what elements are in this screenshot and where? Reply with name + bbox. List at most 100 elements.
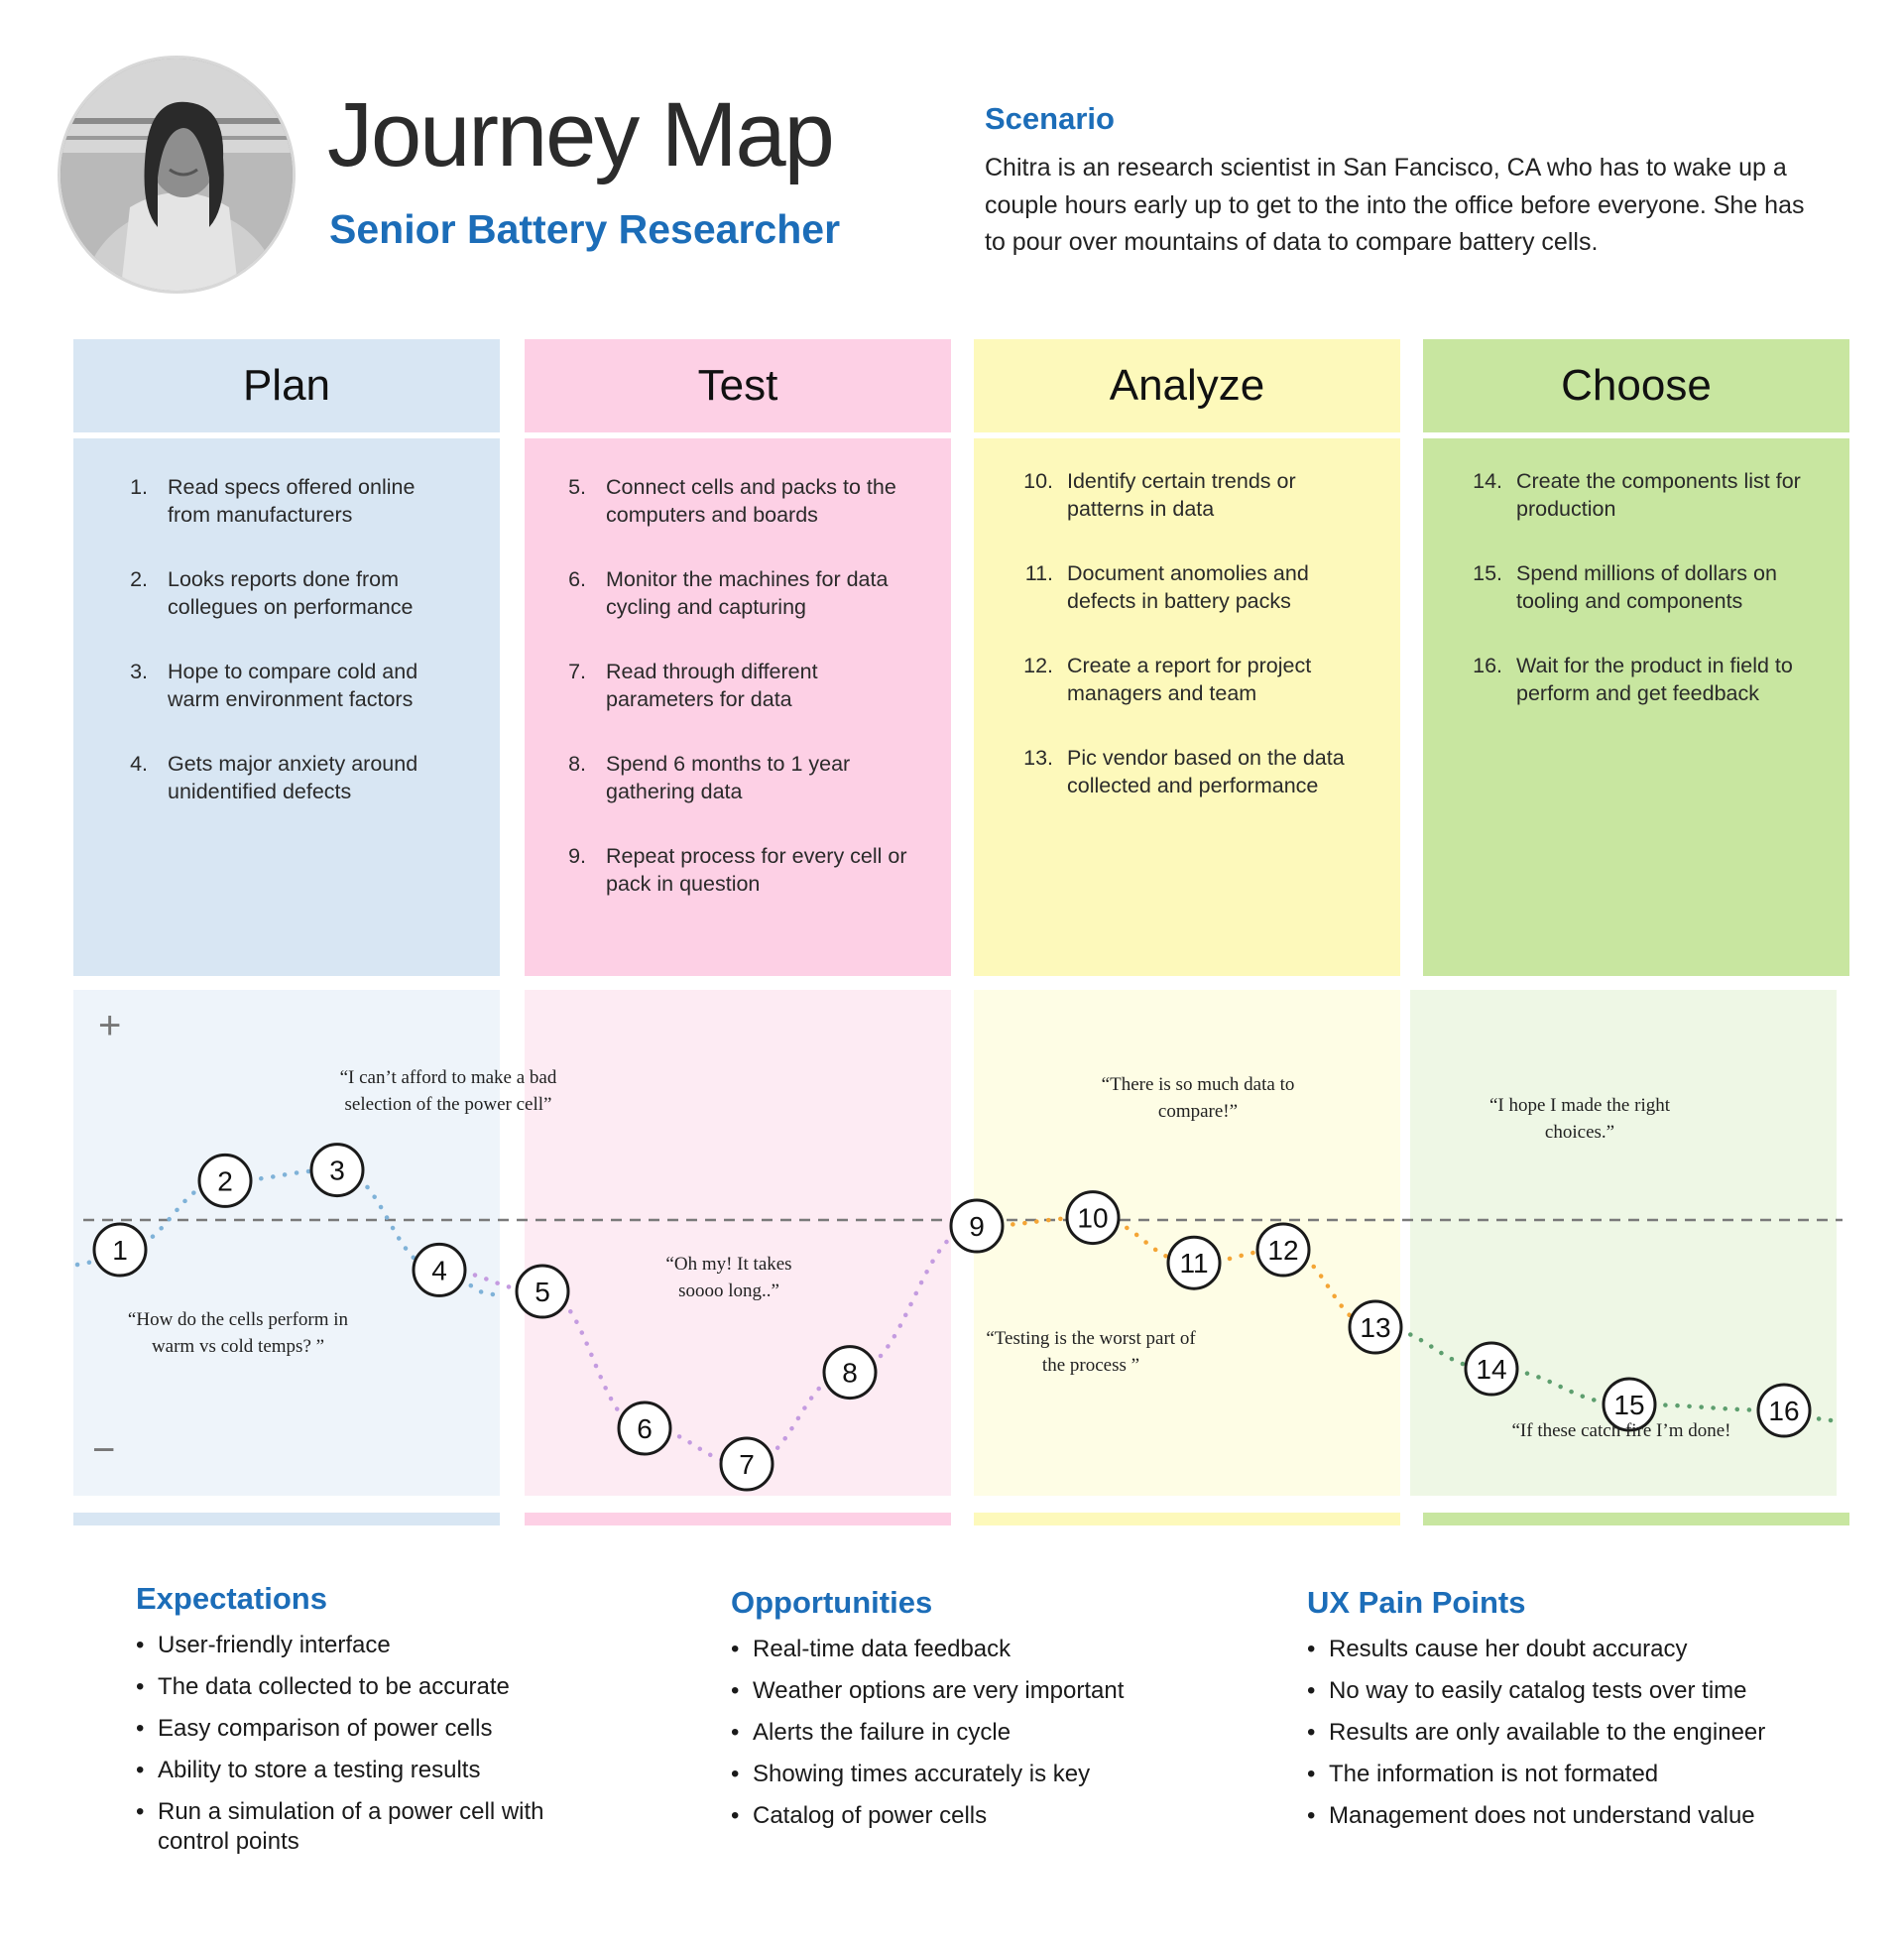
phase-steps-plan: 1.Read specs offered online from manufac… [73, 438, 500, 976]
phase-header-plan: Plan [73, 339, 500, 432]
opportunities-heading: Opportunities [731, 1585, 933, 1620]
negative-emotion-marker: − [92, 1428, 116, 1472]
list-item: User-friendly interface [136, 1631, 602, 1660]
emotion-quote: “Oh my! It takes soooo long..” [665, 1254, 791, 1301]
emotion-quote-line: “There is so much data to [1102, 1074, 1295, 1095]
touchpoint-node-6: 6 [617, 1401, 672, 1456]
step-item: 4.Gets major anxiety around unidentified… [130, 752, 418, 803]
touchpoint-number: 16 [1768, 1396, 1799, 1426]
phase-steps-choose: 14.Create the components list for produc… [1423, 438, 1849, 976]
touchpoint-number: 13 [1360, 1312, 1390, 1343]
touchpoint-number: 14 [1476, 1354, 1506, 1385]
list-item: Weather options are very important [731, 1676, 1197, 1706]
step-item: 16.Wait for the product in field to perf… [1473, 654, 1793, 705]
touchpoint-number: 2 [217, 1165, 233, 1196]
list-item: Showing times accurately is key [731, 1760, 1197, 1789]
touchpoint-circle [197, 1153, 253, 1208]
touchpoint-circle [1166, 1235, 1222, 1290]
touchpoint-circle [1464, 1341, 1519, 1397]
emotion-curve-segment [847, 1223, 980, 1375]
emotion-quote: “There is so much data to compare!” [1102, 1074, 1295, 1122]
list-item: Results cause her doubt accuracy [1307, 1635, 1862, 1664]
touchpoint-circle [92, 1222, 148, 1278]
emotion-quote-line: choices.” [1545, 1122, 1614, 1143]
touchpoint-number: 1 [112, 1235, 128, 1266]
emotion-quote-line: “Testing is the worst part of [986, 1328, 1196, 1349]
touchpoint-circle [1348, 1299, 1403, 1355]
emotion-quote: “If these catch fire I’m done! [1511, 1420, 1730, 1441]
step-item: 7.Read through different parameters for … [568, 660, 818, 711]
list-item: Management does not understand value [1307, 1801, 1862, 1831]
step-item: 1.Read specs offered online from manufac… [130, 475, 416, 527]
touchpoint-node-11: 11 [1166, 1235, 1222, 1290]
touchpoint-circle [719, 1436, 774, 1492]
phase-strip-test [525, 1513, 951, 1525]
step-item: 6.Monitor the machines for data cycling … [568, 567, 889, 619]
touchpoint-circle [617, 1401, 672, 1456]
phase-steps-analyze: 10.Identify certain trends or patterns i… [974, 438, 1400, 976]
list-item: The data collected to be accurate [136, 1672, 602, 1702]
list-item: No way to easily catalog tests over time [1307, 1676, 1862, 1706]
touchpoint-node-10: 10 [1065, 1190, 1121, 1246]
step-item: 3.Hope to compare cold and warm environm… [130, 660, 418, 711]
emotion-quote-line: “I hope I made the right [1489, 1095, 1671, 1116]
touchpoint-number: 10 [1077, 1203, 1108, 1234]
step-item: 9.Repeat process for every cell or pack … [568, 844, 907, 896]
step-item: 12.Create a report for project managers … [1023, 654, 1312, 705]
phase-header-analyze: Analyze [974, 339, 1400, 432]
touchpoint-circle [1756, 1383, 1812, 1438]
scenario-heading: Scenario [985, 101, 1115, 136]
touchpoint-circle [309, 1143, 365, 1198]
touchpoint-node-12: 12 [1255, 1222, 1311, 1278]
touchpoint-node-1: 1 [92, 1222, 148, 1278]
touchpoint-number: 15 [1613, 1390, 1644, 1420]
emotion-quote: “I hope I made the right choices.” [1489, 1095, 1671, 1143]
positive-emotion-marker: + [98, 1004, 122, 1047]
step-item: 8.Spend 6 months to 1 year gathering dat… [568, 752, 851, 803]
touchpoint-circle [1255, 1222, 1311, 1278]
touchpoint-number: 8 [842, 1358, 858, 1389]
touchpoint-node-5: 5 [515, 1264, 570, 1319]
touchpoint-node-2: 2 [197, 1153, 253, 1208]
phase-header-test: Test [525, 339, 951, 432]
list-item: The information is not formated [1307, 1760, 1862, 1789]
touchpoint-node-9: 9 [949, 1198, 1005, 1254]
page-title: Journey Map [327, 84, 835, 185]
emotion-quote-line: “Oh my! It takes [665, 1254, 791, 1275]
persona-avatar [58, 56, 296, 294]
list-item: Easy comparison of power cells [136, 1714, 602, 1744]
touchpoint-node-8: 8 [822, 1345, 878, 1401]
touchpoint-circle [1065, 1190, 1121, 1246]
touchpoint-number: 4 [431, 1255, 447, 1285]
touchpoint-number: 3 [329, 1156, 345, 1186]
phase-strip-plan [73, 1513, 500, 1525]
emotion-quote-line: selection of the power cell” [345, 1094, 552, 1115]
list-item: Alerts the failure in cycle [731, 1718, 1197, 1748]
touchpoint-number: 6 [637, 1413, 653, 1444]
emotion-quote-line: soooo long..” [678, 1280, 779, 1301]
touchpoint-node-15: 15 [1602, 1377, 1657, 1432]
phase-steps-test: 5.Connect cells and packs to the compute… [525, 438, 951, 976]
touchpoint-node-4: 4 [412, 1242, 467, 1297]
emotion-curve-segment [974, 1215, 1096, 1229]
step-item: 10.Identify certain trends or patterns i… [1023, 469, 1296, 521]
touchpoint-node-7: 7 [719, 1436, 774, 1492]
emotion-quote-line: “I can’t afford to make a bad [340, 1067, 557, 1088]
touchpoint-number: 7 [739, 1449, 755, 1480]
expectations-list: User-friendly interface The data collect… [136, 1631, 602, 1869]
emotion-curve-segment [1488, 1366, 1632, 1407]
scenario-text: Chitra is an research scientist in San F… [985, 154, 1805, 256]
persona-photo [60, 59, 293, 291]
phase-strip-analyze [974, 1513, 1400, 1525]
list-item: Catalog of power cells [731, 1801, 1197, 1831]
step-item: 15.Spend millions of dollars on tooling … [1473, 561, 1777, 613]
touchpoint-number: 11 [1179, 1248, 1208, 1279]
emotion-quote-line: “If these catch fire I’m done! [1511, 1420, 1730, 1441]
emotion-quote-line: compare!” [1158, 1101, 1238, 1122]
touchpoint-circle [949, 1198, 1005, 1254]
expectations-heading: Expectations [136, 1581, 327, 1616]
ux-pain-points-heading: UX Pain Points [1307, 1585, 1526, 1620]
list-item: Results are only available to the engine… [1307, 1718, 1862, 1748]
emotion-quote-line: the process ” [1042, 1355, 1139, 1376]
